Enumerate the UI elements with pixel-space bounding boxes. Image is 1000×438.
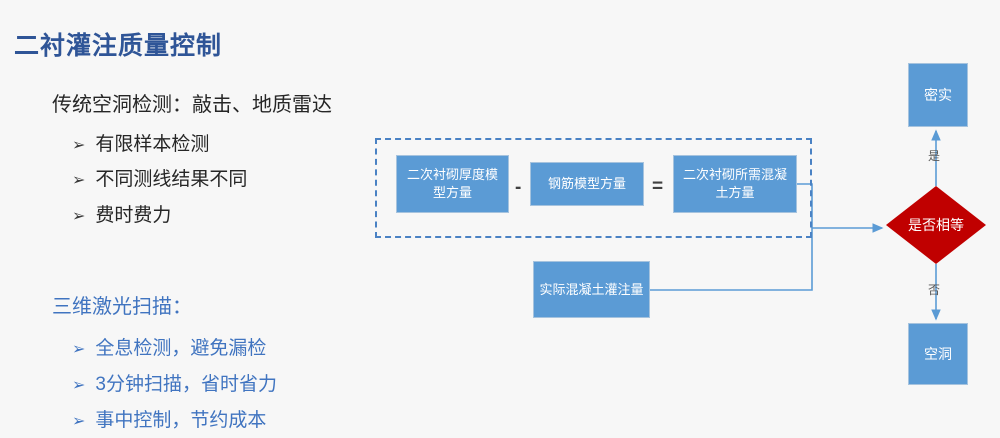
formula-group-outline [375,138,812,238]
list-item: ➢ 费时费力 [72,206,171,225]
decision-diamond[interactable]: 是否相等 [886,186,986,264]
traditional-heading: 传统空洞检测：敲击、地质雷达 [52,94,332,116]
diamond-shape-icon [886,186,986,264]
scanning-heading: 三维激光扫描： [52,296,192,318]
flow-box-actual-grouting-volume[interactable]: 实际混凝土灌注量 [533,261,650,318]
bullet-arrow-icon: ➢ [72,341,86,358]
list-item-label: 全息检测，避免漏检 [95,338,267,359]
list-item: ➢ 全息检测，避免漏检 [72,339,266,358]
list-item: ➢ 3分钟扫描，省时省力 [72,375,277,394]
list-item-label: 费时费力 [95,205,172,226]
flow-box-rebar-model-volume[interactable]: 钢筋模型方量 [530,162,644,206]
list-item-label: 有限样本检测 [95,134,210,155]
flow-box-required-concrete-volume[interactable]: 二次衬砌所需混凝土方量 [673,155,797,213]
list-item-label: 3分钟扫描，省时省力 [95,374,277,395]
bullet-arrow-icon: ➢ [72,208,86,225]
decision-label: 是否相等 [908,217,964,233]
branch-label-yes: 是 [928,149,941,163]
flow-box-thickness-model-volume[interactable]: 二次衬砌厚度模型方量 [396,155,509,213]
bullet-arrow-icon: ➢ [72,413,86,430]
bullet-arrow-icon: ➢ [72,137,86,154]
list-item: ➢ 有限样本检测 [72,135,209,154]
branch-label-no: 否 [928,283,941,297]
bullet-arrow-icon: ➢ [72,377,86,394]
list-item-label: 事中控制，节约成本 [95,410,267,431]
list-item: ➢ 事中控制，节约成本 [72,411,266,430]
list-item-label: 不同测线结果不同 [95,169,248,190]
flow-box-dense-result[interactable]: 密实 [908,63,968,127]
list-item: ➢ 不同测线结果不同 [72,170,247,189]
flow-box-void-result[interactable]: 空洞 [908,323,968,385]
page-title: 二衬灌注质量控制 [14,32,223,60]
bullet-arrow-icon: ➢ [72,172,86,189]
operator-equals: = [652,176,664,197]
operator-minus: - [515,177,522,198]
